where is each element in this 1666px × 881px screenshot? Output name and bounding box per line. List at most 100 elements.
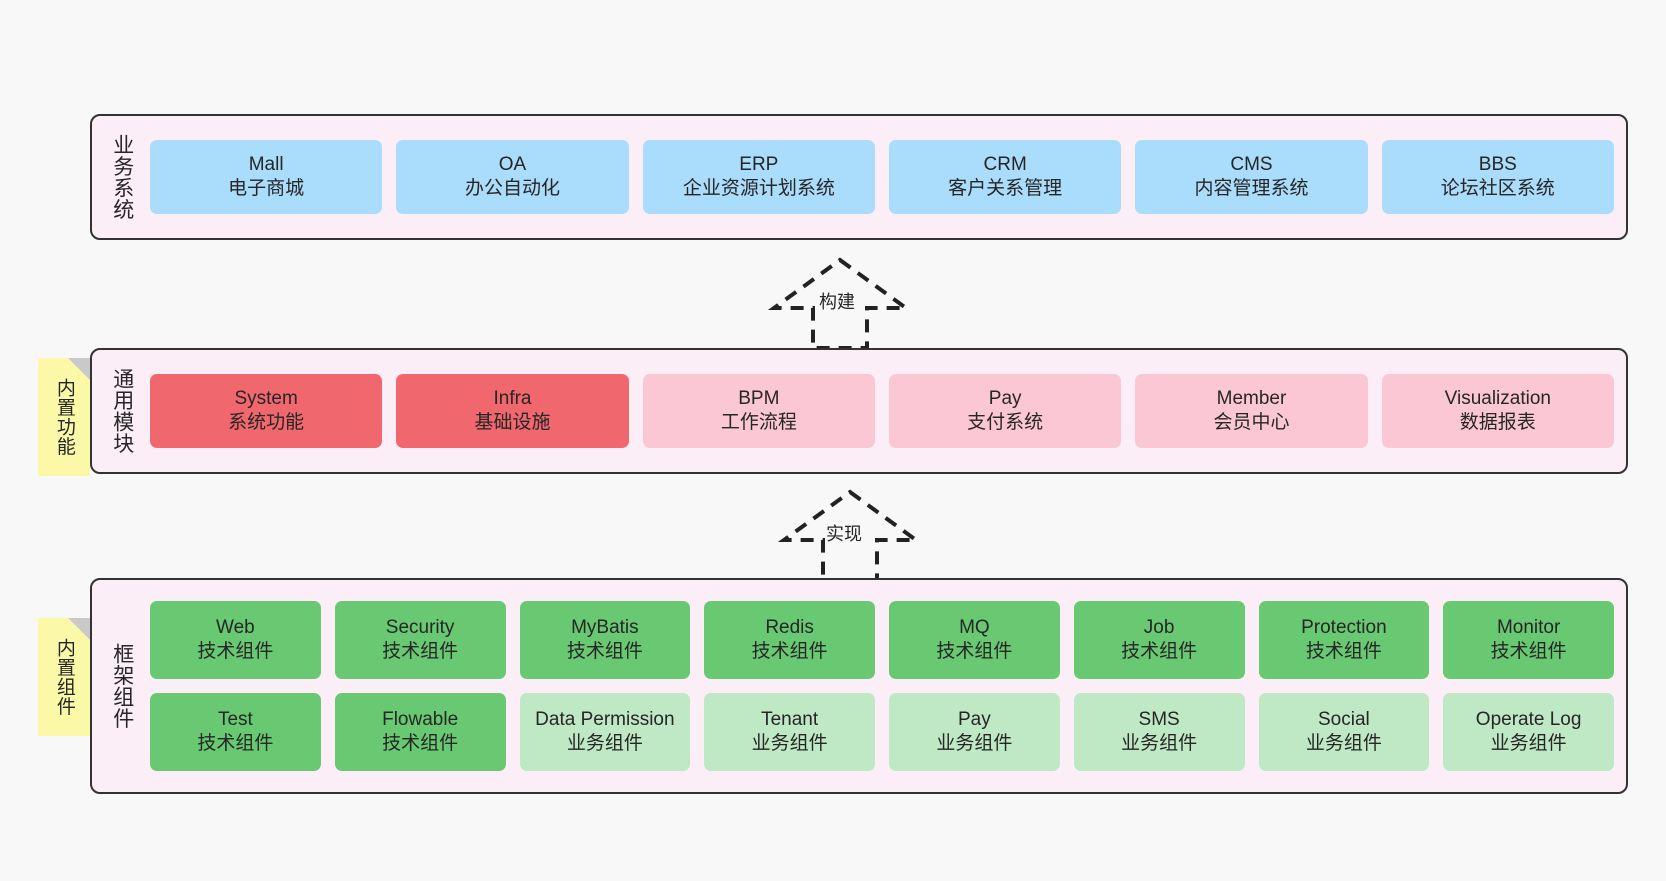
card-title: Pay (988, 387, 1022, 409)
card-system[interactable]: System 系统功能 (150, 374, 383, 448)
card-subtitle: 业务组件 (1121, 733, 1198, 754)
card-subtitle: 业务组件 (1490, 733, 1567, 754)
card-web[interactable]: Web 技术组件 (150, 601, 321, 679)
card-subtitle: 技术组件 (936, 641, 1013, 662)
card-title: BPM (738, 387, 780, 409)
card-title: SMS (1138, 708, 1180, 730)
card-tenant[interactable]: Tenant 业务组件 (704, 693, 875, 771)
card-subtitle: 技术组件 (1121, 641, 1198, 662)
card-subtitle: 办公自动化 (464, 178, 560, 199)
card-title: Member (1216, 387, 1287, 409)
card-title: Flowable (382, 708, 459, 730)
card-title: Protection (1301, 616, 1387, 638)
section-body-framework-components: Web 技术组件 Security 技术组件 MyBatis 技术组件 Redi… (150, 590, 1614, 782)
connector-implement: 实现 (775, 484, 935, 584)
card-title: OA (498, 153, 527, 175)
card-mall[interactable]: Mall 电子商城 (150, 140, 383, 214)
section-title-business-system: 业务系统 (110, 134, 134, 220)
card-subtitle: 技术组件 (1490, 641, 1567, 662)
card-title: MyBatis (571, 616, 639, 638)
card-title: BBS (1478, 153, 1517, 175)
card-mq[interactable]: MQ 技术组件 (889, 601, 1060, 679)
card-member[interactable]: Member 会员中心 (1135, 374, 1368, 448)
card-title: Web (216, 616, 255, 638)
card-title: MQ (959, 616, 990, 638)
card-title: Operate Log (1475, 708, 1582, 730)
card-operate-log[interactable]: Operate Log 业务组件 (1443, 693, 1614, 771)
card-redis[interactable]: Redis 技术组件 (704, 601, 875, 679)
card-title: System (234, 387, 298, 409)
card-subtitle: 技术组件 (382, 733, 459, 754)
card-subtitle: 工作流程 (720, 412, 797, 433)
connector-label-build: 构建 (818, 288, 856, 314)
card-crm[interactable]: CRM 客户关系管理 (888, 140, 1122, 214)
card-sms[interactable]: SMS 业务组件 (1073, 693, 1245, 771)
card-subtitle: 内容管理系统 (1194, 178, 1309, 199)
card-test[interactable]: Test 技术组件 (150, 693, 321, 771)
card-data-permission[interactable]: Data Permission 业务组件 (519, 693, 691, 771)
card-row-technical: Web 技术组件 Security 技术组件 MyBatis 技术组件 Redi… (150, 601, 1614, 679)
card-subtitle: 业务组件 (566, 733, 643, 754)
card-title: Security (385, 616, 455, 638)
section-common-modules: 通用模块 System 系统功能 Infra 基础设施 BPM 工作流程 Pay… (90, 348, 1628, 474)
card-title: Tenant (761, 708, 819, 730)
card-title: Test (217, 708, 253, 730)
card-subtitle: 业务组件 (751, 733, 828, 754)
card-subtitle: 技术组件 (197, 641, 274, 662)
card-pay[interactable]: Pay 支付系统 (888, 374, 1122, 448)
card-title: ERP (739, 153, 779, 175)
card-title: Pay (958, 708, 991, 730)
card-subtitle: 技术组件 (1305, 641, 1382, 662)
card-oa[interactable]: OA 办公自动化 (396, 140, 629, 214)
card-flowable[interactable]: Flowable 技术组件 (334, 693, 506, 771)
card-title: CRM (983, 153, 1027, 175)
card-erp[interactable]: ERP 企业资源计划系统 (642, 140, 875, 214)
card-mybatis[interactable]: MyBatis 技术组件 (519, 601, 691, 679)
card-subtitle: 客户关系管理 (948, 178, 1063, 199)
card-subtitle: 数据报表 (1459, 412, 1536, 433)
connector-build: 构建 (760, 252, 920, 352)
card-subtitle: 技术组件 (566, 641, 643, 662)
card-cms[interactable]: CMS 内容管理系统 (1135, 140, 1368, 214)
card-visualization[interactable]: Visualization 数据报表 (1381, 374, 1614, 448)
card-monitor[interactable]: Monitor 技术组件 (1443, 601, 1614, 679)
card-subtitle: 技术组件 (751, 641, 828, 662)
card-row-business: Test 技术组件 Flowable 技术组件 Data Permission … (150, 693, 1614, 771)
card-pay-business[interactable]: Pay 业务组件 (889, 693, 1060, 771)
card-subtitle: 业务组件 (1305, 733, 1382, 754)
card-subtitle: 基础设施 (474, 412, 551, 433)
card-security[interactable]: Security 技术组件 (334, 601, 506, 679)
card-row: System 系统功能 Infra 基础设施 BPM 工作流程 Pay 支付系统… (150, 374, 1614, 448)
section-business-system: 业务系统 Mall 电子商城 OA 办公自动化 ERP 企业资源计划系统 CRM… (90, 114, 1628, 240)
card-subtitle: 技术组件 (382, 641, 459, 662)
section-body-common-modules: System 系统功能 Infra 基础设施 BPM 工作流程 Pay 支付系统… (150, 360, 1614, 462)
card-title: Job (1143, 616, 1175, 638)
card-job[interactable]: Job 技术组件 (1073, 601, 1245, 679)
card-title: Infra (493, 387, 532, 409)
card-subtitle: 技术组件 (197, 733, 274, 754)
sticky-note-builtin-function: 内置功能 (38, 358, 90, 476)
card-title: CMS (1230, 153, 1273, 175)
section-framework-components: 框架组件 Web 技术组件 Security 技术组件 MyBatis 技术组件… (90, 578, 1628, 794)
card-bbs[interactable]: BBS 论坛社区系统 (1381, 140, 1614, 214)
section-body-business-system: Mall 电子商城 OA 办公自动化 ERP 企业资源计划系统 CRM 客户关系… (150, 126, 1614, 228)
sticky-note-builtin-component: 内置组件 (38, 618, 90, 736)
connector-label-implement: 实现 (825, 520, 863, 546)
card-title: Data Permission (535, 708, 675, 730)
card-row: Mall 电子商城 OA 办公自动化 ERP 企业资源计划系统 CRM 客户关系… (150, 140, 1614, 214)
card-title: Redis (765, 616, 814, 638)
card-infra[interactable]: Infra 基础设施 (396, 374, 629, 448)
card-subtitle: 业务组件 (936, 733, 1013, 754)
card-title: Mall (248, 153, 284, 175)
card-subtitle: 会员中心 (1213, 412, 1290, 433)
card-social[interactable]: Social 业务组件 (1258, 693, 1430, 771)
section-title-framework-components: 框架组件 (110, 643, 134, 729)
card-subtitle: 企业资源计划系统 (682, 178, 835, 199)
card-protection[interactable]: Protection 技术组件 (1258, 601, 1430, 679)
card-bpm[interactable]: BPM 工作流程 (642, 374, 875, 448)
card-title: Social (1318, 708, 1370, 730)
card-subtitle: 论坛社区系统 (1440, 178, 1555, 199)
card-title: Visualization (1444, 387, 1551, 409)
card-subtitle: 支付系统 (967, 412, 1044, 433)
card-subtitle: 电子商城 (228, 178, 305, 199)
